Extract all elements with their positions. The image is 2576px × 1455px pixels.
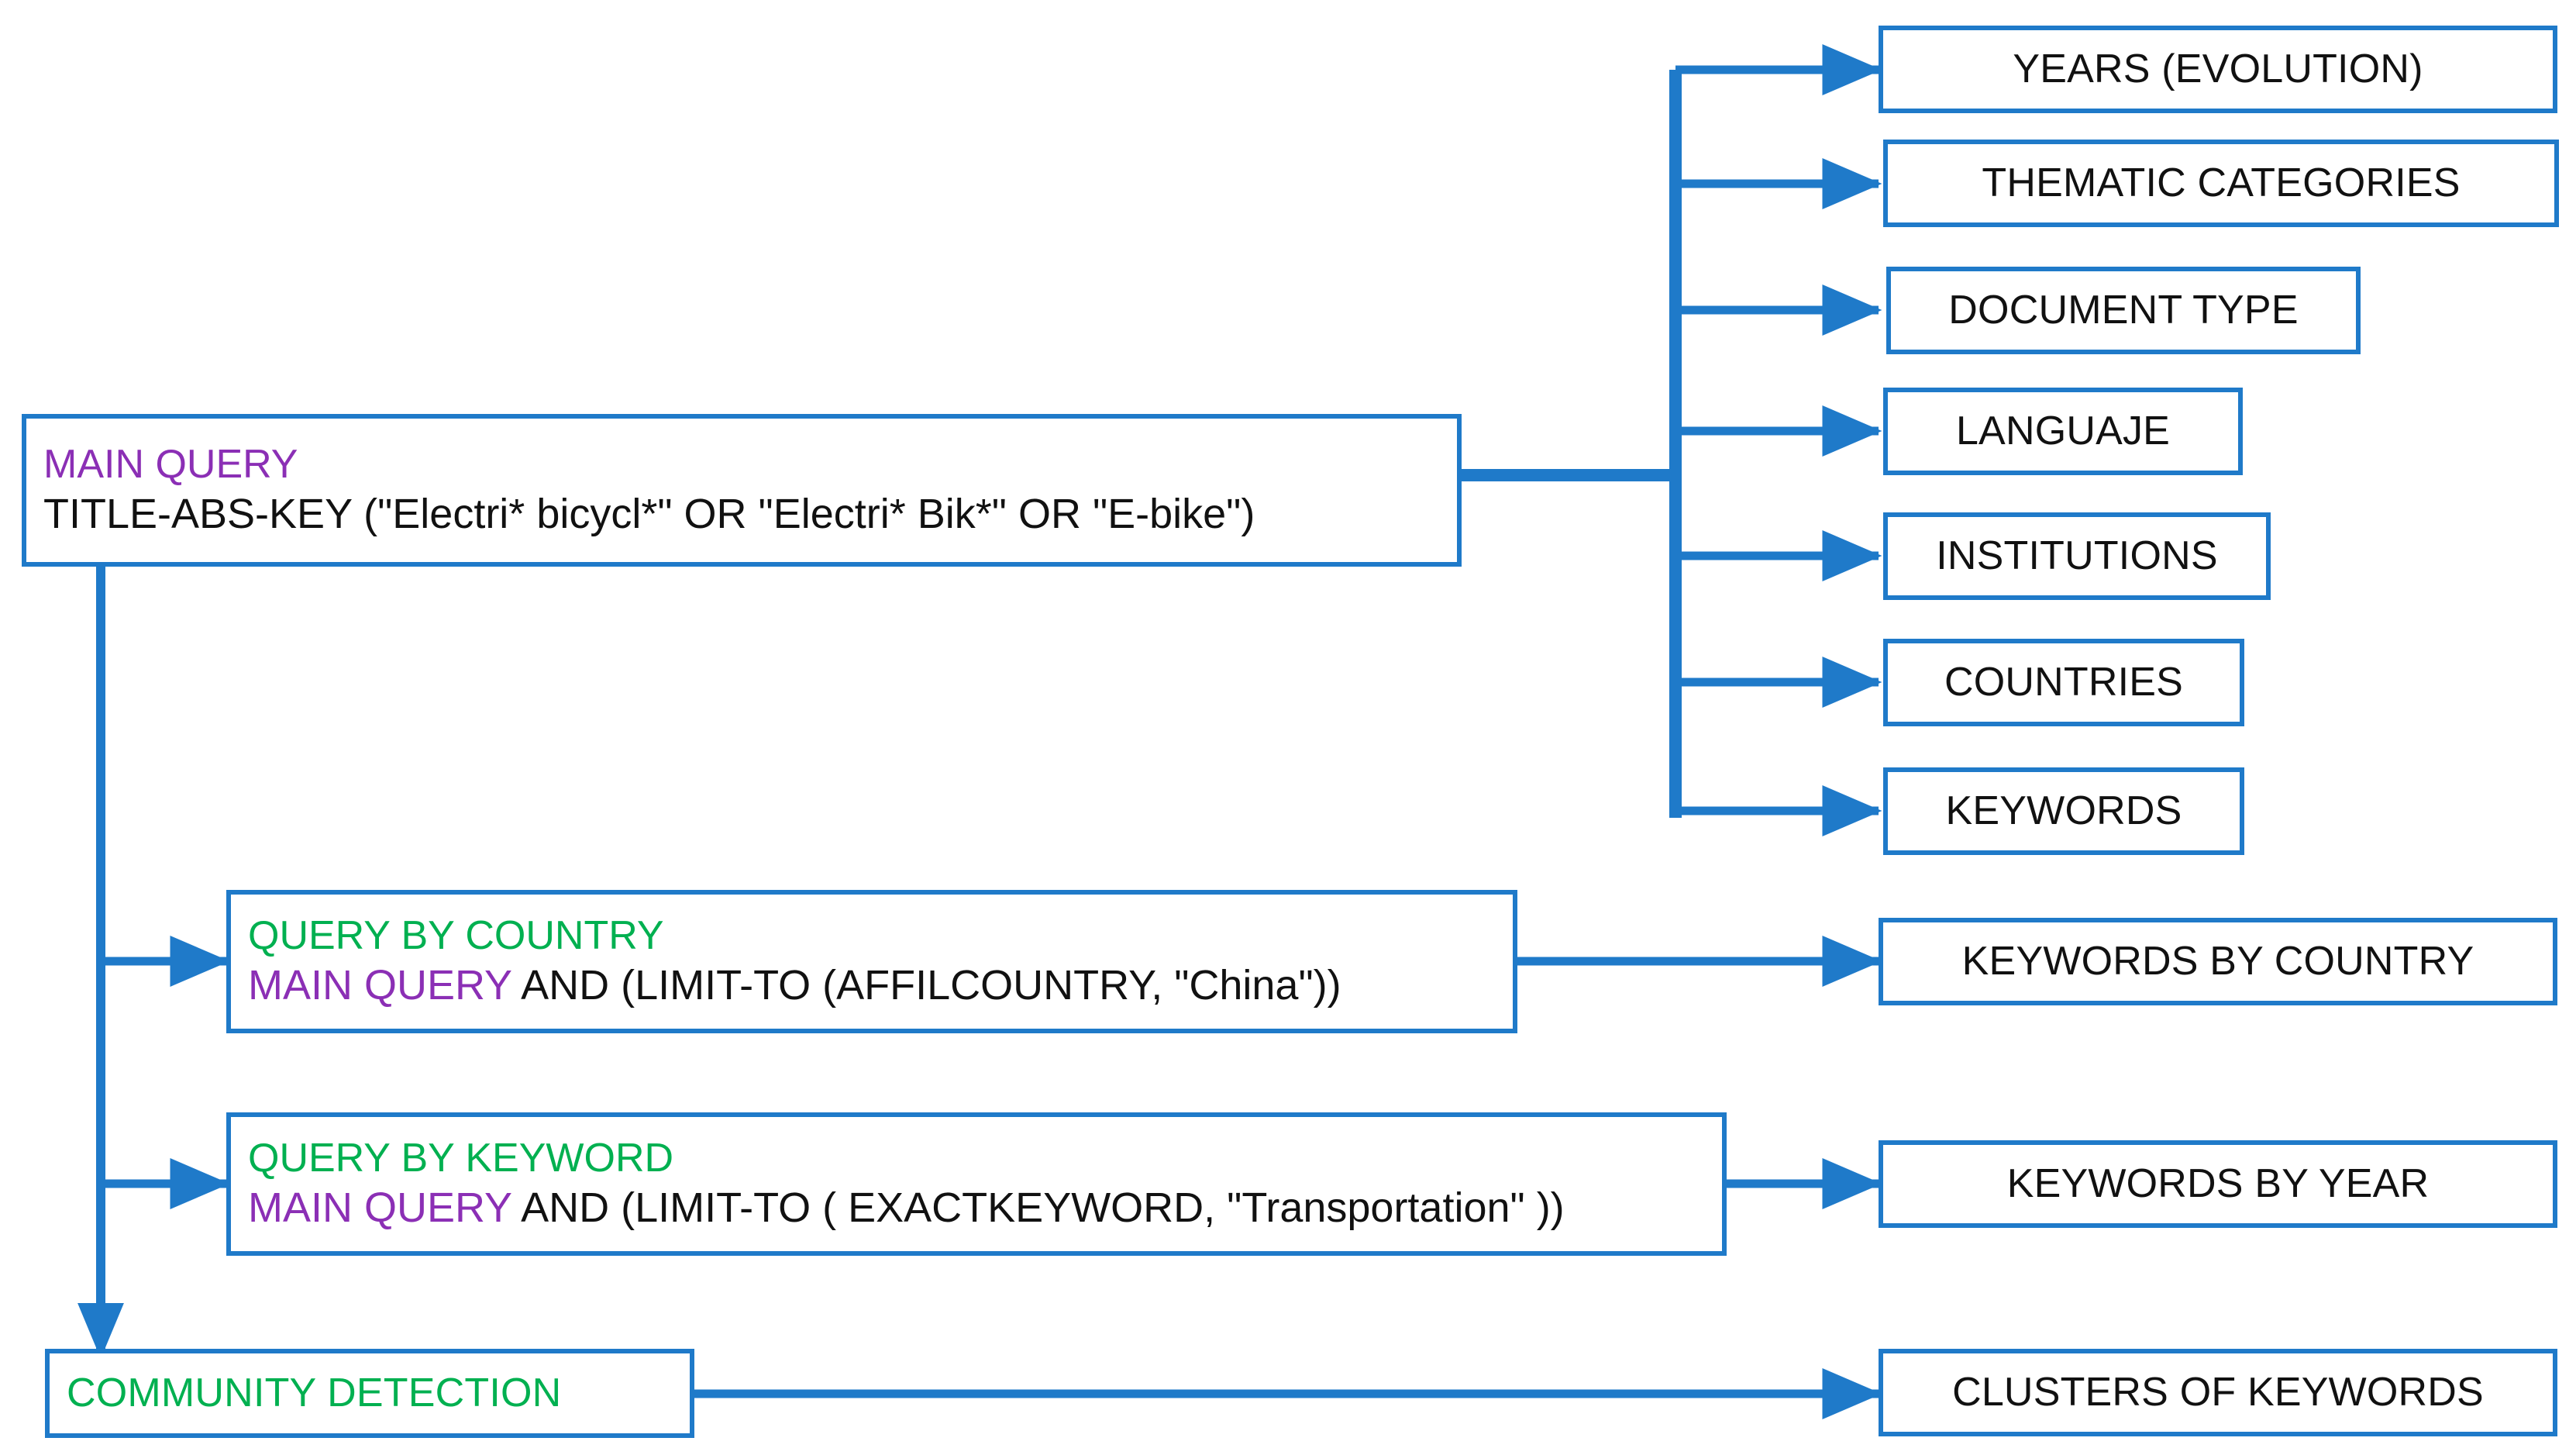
facet-box-document-type[interactable]: DOCUMENT TYPE	[1886, 267, 2361, 354]
community-detection-title: COMMUNITY DETECTION	[67, 1371, 562, 1416]
output-label-keywords-by-year: KEYWORDS BY YEAR	[2006, 1161, 2430, 1207]
query-by-keyword-box[interactable]: QUERY BY KEYWORD MAIN QUERY AND (LIMIT-T…	[226, 1112, 1727, 1256]
facet-label-institutions: INSTITUTIONS	[1936, 533, 2218, 579]
facet-box-years-evolution[interactable]: YEARS (EVOLUTION)	[1879, 26, 2557, 113]
query-by-country-title: QUERY BY COUNTRY	[248, 912, 664, 958]
facet-label-keywords: KEYWORDS	[1945, 788, 2182, 834]
main-query-title: MAIN QUERY	[43, 441, 298, 487]
query-by-country-body-rest: AND (LIMIT-TO (AFFILCOUNTRY, "China"))	[511, 962, 1341, 1009]
query-by-country-body: MAIN QUERY AND (LIMIT-TO (AFFILCOUNTRY, …	[231, 960, 1341, 1012]
query-by-keyword-title: QUERY BY KEYWORD	[248, 1135, 674, 1181]
facet-label-countries: COUNTRIES	[1944, 660, 2184, 705]
facet-box-thematic-categories[interactable]: THEMATIC CATEGORIES	[1883, 140, 2559, 227]
output-label-clusters-of-keywords: CLUSTERS OF KEYWORDS	[1952, 1370, 2484, 1415]
facet-box-keywords[interactable]: KEYWORDS	[1883, 767, 2244, 855]
output-box-keywords-by-year[interactable]: KEYWORDS BY YEAR	[1879, 1140, 2557, 1228]
query-by-keyword-body-rest: AND (LIMIT-TO ( EXACTKEYWORD, "Transport…	[511, 1184, 1565, 1232]
facet-label-years-evolution: YEARS (EVOLUTION)	[2013, 47, 2423, 92]
query-by-keyword-body-prefix: MAIN QUERY	[248, 1184, 512, 1232]
facet-box-languaje[interactable]: LANGUAJE	[1883, 388, 2243, 475]
facet-label-thematic-categories: THEMATIC CATEGORIES	[1982, 160, 2461, 206]
output-box-clusters-of-keywords[interactable]: CLUSTERS OF KEYWORDS	[1879, 1349, 2557, 1436]
main-query-body: TITLE-ABS-KEY ("Electri* bicycl*" OR "El…	[43, 491, 1255, 538]
query-by-country-box[interactable]: QUERY BY COUNTRY MAIN QUERY AND (LIMIT-T…	[226, 890, 1517, 1033]
output-label-keywords-by-country: KEYWORDS BY COUNTRY	[1961, 939, 2474, 984]
output-box-keywords-by-country[interactable]: KEYWORDS BY COUNTRY	[1879, 918, 2557, 1005]
facet-label-languaje: LANGUAJE	[1955, 409, 2171, 454]
query-by-keyword-body: MAIN QUERY AND (LIMIT-TO ( EXACTKEYWORD,…	[231, 1183, 1565, 1234]
facet-box-institutions[interactable]: INSTITUTIONS	[1883, 512, 2271, 600]
facet-box-countries[interactable]: COUNTRIES	[1883, 639, 2244, 726]
community-detection-box[interactable]: COMMUNITY DETECTION	[45, 1349, 694, 1438]
main-query-box[interactable]: MAIN QUERY TITLE-ABS-KEY ("Electri* bicy…	[22, 414, 1462, 567]
facet-label-document-type: DOCUMENT TYPE	[1948, 288, 2299, 333]
query-by-country-body-prefix: MAIN QUERY	[248, 962, 512, 1009]
